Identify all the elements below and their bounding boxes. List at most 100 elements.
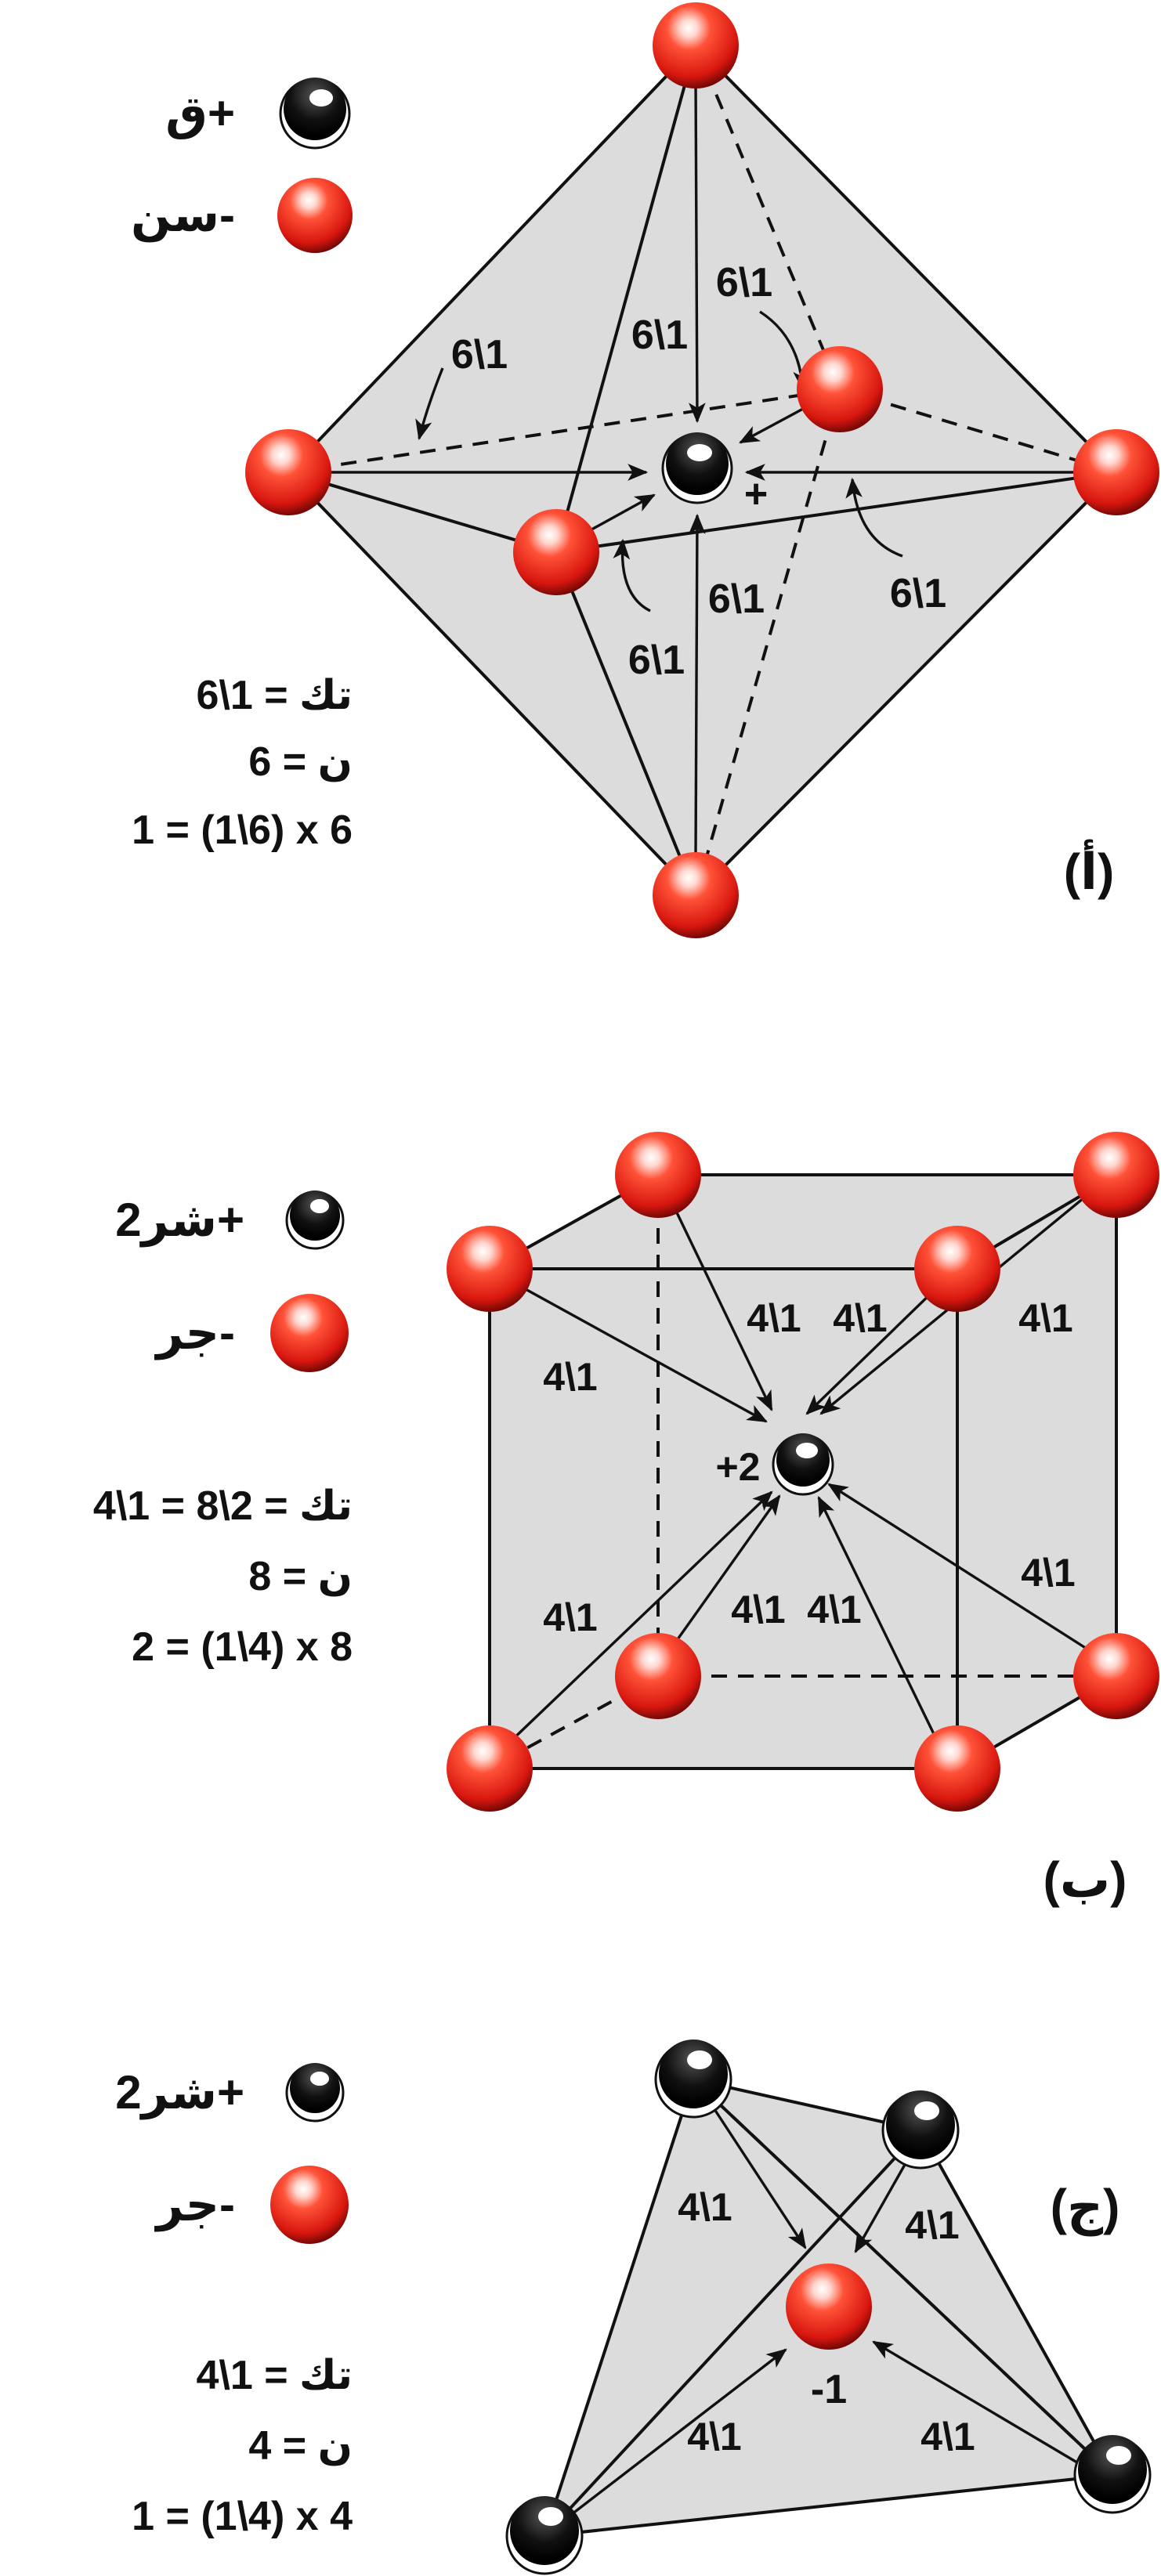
legend-b: شر2+ جر-	[115, 1190, 349, 1372]
legend-c: شر2+ جر-	[115, 2063, 349, 2244]
bond-fraction-label: 6\1	[708, 576, 765, 622]
cube-bond-arrow	[827, 1483, 1094, 1654]
tetrahedron-bond-arrow	[570, 2348, 787, 2516]
panel-b-cube: 4\1 4\1 4\1 4\1 4\1 4\1 4\1 4\1 +2	[93, 1132, 1159, 1908]
tetrahedron-outline	[543, 2078, 1114, 2538]
anion-atom	[914, 1725, 1000, 1812]
tetrahedron-bond-arrow	[854, 2157, 910, 2253]
equation-line: ن = 6	[248, 739, 353, 785]
octahedron-back-edge	[839, 388, 1117, 474]
equation-line: تك = 1\4	[196, 2353, 353, 2398]
bond-fraction-label: 6\1	[631, 313, 688, 358]
anion-atom	[615, 1633, 701, 1719]
octahedron-edge	[287, 471, 558, 554]
anion-atom	[914, 1226, 1000, 1312]
anion-atom	[797, 346, 883, 432]
equation-line: ن = 8	[248, 1554, 353, 1599]
octahedron-edge	[555, 44, 697, 554]
bond-fraction-label: 4\1	[920, 2415, 975, 2459]
anion-legend-label: سن-	[131, 189, 235, 243]
center-charge: +	[744, 471, 768, 517]
cube-bond-arrow	[817, 1496, 938, 1740]
cube-bond-arrow	[672, 1205, 773, 1411]
tetrahedron-edge	[692, 2078, 922, 2132]
equation-line: 2 = (1\4) x 8	[132, 1624, 353, 1670]
bond-fraction-label: 4\1	[543, 1595, 598, 1639]
panel-c-tetrahedron: 4\1 4\1 4\1 4\1 -1	[115, 2039, 1152, 2575]
bond-fraction-label: 4\1	[678, 2185, 732, 2229]
bond-fraction-label: 6\1	[628, 638, 685, 683]
cube-bond-arrow	[672, 1494, 781, 1646]
octahedron-back-edge	[694, 45, 841, 390]
cation-atom	[881, 2090, 960, 2170]
cation-legend-label: ق+	[165, 87, 235, 139]
anion-legend-icon	[270, 1294, 349, 1372]
cation-legend-icon	[285, 2063, 345, 2123]
equation-line: ن = 4	[248, 2423, 353, 2469]
legend-a: ق+ سن-	[131, 78, 353, 253]
anion-atom	[615, 1132, 701, 1218]
octahedron-bond-arrow	[689, 513, 706, 856]
octahedron-bond-arrow	[689, 78, 706, 424]
octahedron-bond-arrow	[739, 402, 814, 444]
equation-line: 1 = (1\4) x 4	[132, 2494, 353, 2539]
tetrahedron-bond-arrow	[711, 2106, 807, 2249]
anion-atom	[1073, 1633, 1159, 1719]
central-anion	[786, 2263, 872, 2350]
callout-arrow	[415, 367, 444, 441]
anion-atom	[513, 509, 599, 595]
cation-legend-icon	[285, 1190, 345, 1250]
cation-legend-label: شر2+	[115, 2066, 244, 2120]
anion-atom	[653, 852, 739, 938]
callout-arrow	[613, 538, 651, 612]
cation-atom	[505, 2496, 584, 2575]
cation-legend-icon	[279, 78, 351, 150]
cube-front-face	[488, 1267, 959, 1770]
bond-fraction-label: 4\1	[833, 1296, 888, 1340]
bond-fraction-label: 6\1	[890, 571, 946, 616]
panel-label: (أ)	[1064, 839, 1115, 900]
central-cation	[772, 1433, 834, 1496]
bond-fraction-label: 6\1	[451, 332, 508, 378]
bond-fraction-label: 4\1	[807, 1588, 862, 1631]
tetrahedron-edge	[543, 2129, 922, 2538]
anion-atom	[1073, 429, 1159, 515]
cube-bond-arrow	[508, 1490, 773, 1744]
cube-bond-arrow	[516, 1283, 768, 1423]
equation-line: تك = 1\6	[196, 673, 353, 718]
callout-arrow	[845, 477, 903, 558]
bond-fraction-label: 4\1	[731, 1588, 786, 1631]
anion-legend-icon	[277, 178, 353, 253]
cation-atom	[1073, 2435, 1152, 2514]
cube-top-edges	[488, 1173, 1118, 1270]
tetrahedron-edge	[919, 2129, 1114, 2477]
equation-line: 1 = (1\6) x 6	[132, 807, 353, 853]
anion-atom	[447, 1725, 533, 1812]
tetrahedron-bond-arrow	[872, 2340, 1086, 2469]
panel-a-octahedron: 6\1 6\1 6\1 6\1 6\1 6\1 + ق+ سن-	[131, 2, 1159, 938]
cation-atom	[654, 2039, 732, 2119]
equation-line: تك = 2\8 = 1\4	[93, 1483, 353, 1529]
center-charge: -1	[811, 2367, 847, 2412]
bond-fraction-label: 4\1	[905, 2203, 960, 2247]
octahedron-back-edge	[288, 388, 841, 474]
panel-label: (ب)	[1043, 1852, 1127, 1908]
cation-legend-label: شر2+	[115, 1194, 244, 1248]
bond-fraction-label: 4\1	[1018, 1296, 1073, 1340]
bond-fraction-label: 4\1	[1021, 1551, 1076, 1595]
anion-atom	[653, 2, 739, 89]
panel-label: (ج)	[1051, 2179, 1120, 2237]
anion-legend-label: جر-	[154, 2178, 235, 2232]
bond-fraction-label: 4\1	[543, 1355, 598, 1399]
bond-fraction-label: 6\1	[716, 260, 772, 305]
bond-fraction-label: 4\1	[687, 2415, 742, 2459]
octahedron-edge	[555, 471, 1118, 554]
anion-legend-label: جر-	[154, 1306, 235, 1360]
anion-atom	[1073, 1132, 1159, 1218]
anion-atom	[447, 1226, 533, 1312]
center-charge: +2	[715, 1445, 760, 1489]
bond-fraction-label: 4\1	[747, 1296, 801, 1340]
octahedron-edge	[555, 551, 697, 897]
central-cation	[661, 432, 733, 504]
